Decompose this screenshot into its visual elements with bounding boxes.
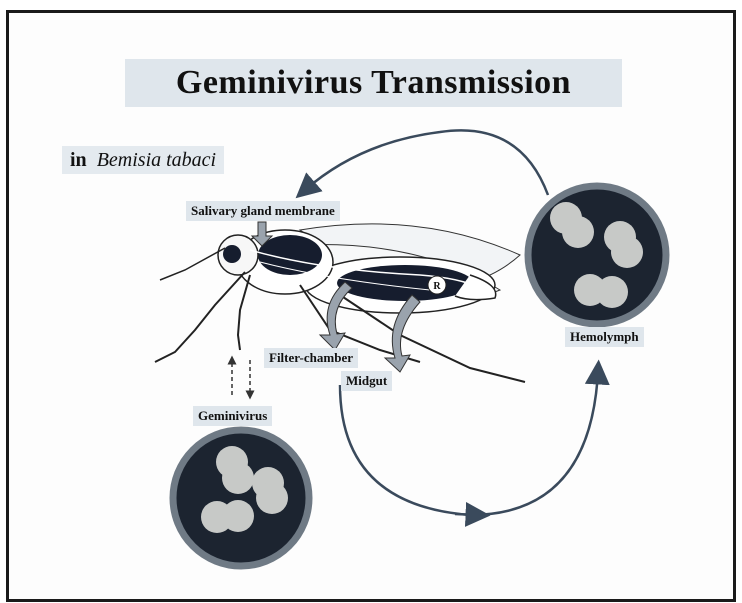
label-salivary-gland-membrane: Salivary gland membrane — [186, 201, 340, 221]
geminivirus-circle — [173, 430, 309, 566]
label-geminivirus: Geminivirus — [193, 406, 272, 426]
r-marker: R — [433, 281, 441, 292]
hemolymph-circle — [528, 186, 666, 324]
arrow-hemolymph-to-salivary — [305, 130, 548, 195]
label-midgut: Midgut — [341, 371, 392, 391]
label-filter-chamber: Filter-chamber — [264, 348, 358, 368]
arrow-bottom-midpoint — [455, 514, 478, 515]
arrow-midgut-to-hemolymph — [340, 372, 598, 515]
label-hemolymph: Hemolymph — [565, 327, 644, 347]
